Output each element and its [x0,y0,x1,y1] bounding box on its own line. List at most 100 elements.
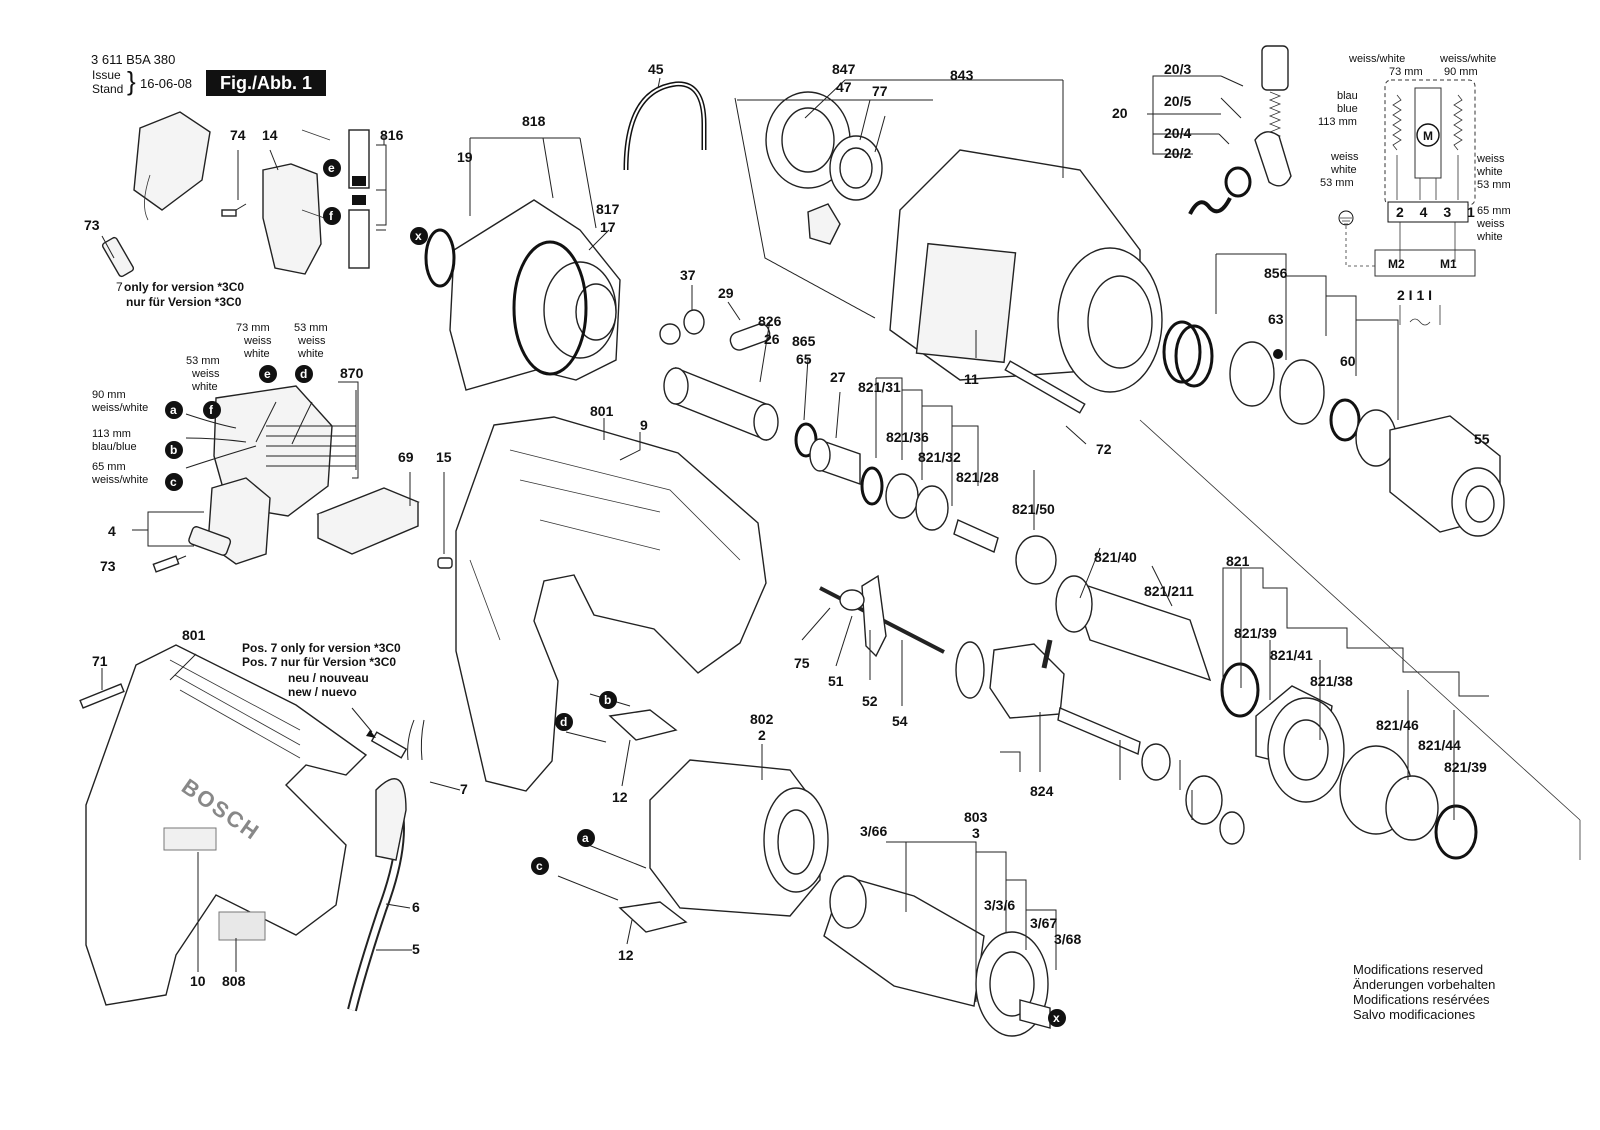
part-number: 5 [412,941,420,957]
lever-52 [861,574,887,658]
part-number: 55 [1474,431,1490,447]
pinion-824 [1219,811,1245,845]
part-number: 9 [640,417,648,433]
part-number: 2 [758,727,766,743]
part-number: 75 [794,655,810,671]
spring-clip-45 [623,81,707,171]
circlip-60 [1329,398,1361,442]
issue-date: 16-06-08 [140,76,193,91]
wire-color: weiss [243,335,272,347]
switch-carrier [262,163,322,275]
seal-ring-817 [512,240,588,376]
part-number: 3/68 [1054,931,1081,947]
callout-e: e [264,367,271,381]
part-number: 4 [108,523,116,539]
callout-e-icon [323,159,341,177]
wire-color: weiss/white [91,402,148,414]
wire-length: 53 mm [186,355,220,367]
switch-m2: M2 [1388,257,1405,271]
part-number: 821/46 [1376,717,1419,733]
brush-arm [1254,131,1292,187]
modifications-line: Salvo modificaciones [1353,1007,1476,1022]
housing-window [915,242,1017,364]
part-number: 11 [964,371,979,387]
pin-15 [437,557,453,569]
wire-color: weiss/white [91,474,148,486]
gear-housing-818 [424,199,621,391]
ring-821-39b [1434,804,1478,860]
part-number: 801 [590,403,614,419]
callout-f: f [209,403,214,417]
switch-assembly [101,111,387,278]
schematic-label: 53 mm [1477,179,1511,191]
hammer-housing-843 [734,91,1163,393]
schematic-label: weiss [1476,218,1505,230]
switch-m1: M1 [1440,257,1457,271]
issue-label: Issue [92,68,121,82]
brush-20-3 [1261,45,1289,91]
bearing-824b [1185,775,1223,825]
part-number: 73 [100,558,116,574]
schematic-label: white [1476,231,1503,243]
part-number: 52 [862,693,878,709]
coil-left-icon [1392,94,1402,151]
ball-63 [1273,349,1283,359]
housing-shell [85,644,368,1006]
part-number: 821 [1226,553,1250,569]
part-number: 821/31 [858,379,901,395]
spring-ring [1224,166,1252,198]
schematic-label: weiss [1330,151,1359,163]
part-number: 821/40 [1094,549,1137,565]
leader-lines [101,75,1581,1002]
pinion-3-67 [1019,999,1051,1029]
motor-symbol-icon [1416,123,1440,147]
modifications-line: Änderungen vorbehalten [1353,977,1496,992]
armature-803 [823,875,1051,1037]
schematic-label: 90 mm [1444,66,1478,78]
part-number: 803 [964,809,988,825]
part-numbers: 73 74 14 816 870 69 15 4 73 19 818 817 1… [84,61,1490,989]
part-number: 47 [836,79,852,95]
stator-802 [557,693,829,933]
part-number: 3/67 [1030,915,1057,931]
part-number: 821/38 [1310,673,1353,689]
callout-b: b [604,693,611,707]
part-number: 20/2 [1164,145,1191,161]
screw [152,555,180,573]
part-number: 802 [750,711,774,727]
wire-length: 113 mm [92,428,131,440]
part-number: 15 [436,449,452,465]
callout-a: a [582,831,589,845]
issue-brace: } [127,66,136,96]
wire-length: 90 mm [92,389,126,401]
part-number: 870 [340,365,364,381]
part-number: 821/39 [1234,625,1277,641]
part-number: 816 [380,127,404,143]
wire-length: 65 mm [92,461,126,473]
part-number: 826 [758,313,782,329]
switch-870 [152,385,453,573]
part-number: 77 [872,83,888,99]
part-number: 865 [792,333,816,349]
schematic-label: weiss/white [1439,53,1496,65]
pos7-note: neu / nouveau [288,671,369,685]
part-number: 20/3 [1164,61,1191,77]
bearing-824 [989,643,1065,719]
wire-color: blau/blue [92,441,137,453]
schematic-label: 65 mm [1477,205,1511,217]
switch-terminals: 2 I 1 I [1397,287,1432,303]
part-number: 65 [796,351,812,367]
carbon-brush [348,129,370,189]
part-number: 821/28 [956,469,999,485]
part-number: 10 [190,973,206,989]
modifications-note: Modifications reserved Änderungen vorbeh… [1353,962,1495,1022]
callout-e-icon [259,365,277,383]
part-number: 821/36 [886,429,929,445]
wire-color: white [297,348,324,360]
schematic-label: weiss [1476,153,1505,165]
wiring-schematic: weiss/white 73 mm weiss/white 90 mm blau… [1318,53,1511,326]
wire-color: weiss [297,335,326,347]
bosch-housing: BOSCH [79,644,425,1012]
wire-color: weiss [191,368,220,380]
